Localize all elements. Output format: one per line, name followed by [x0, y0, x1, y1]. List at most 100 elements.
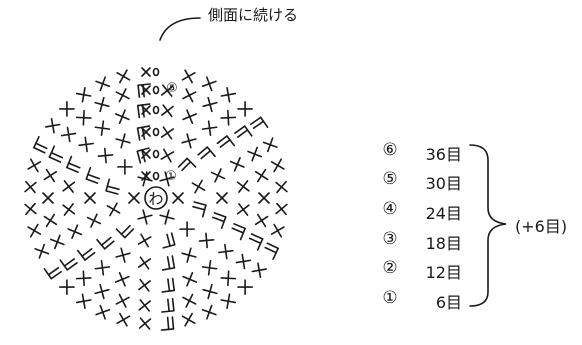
single-crochet-symbol [137, 209, 153, 225]
single-crochet-symbol [270, 158, 285, 173]
start-column-cross [141, 127, 151, 137]
stitch-symbols [24, 67, 288, 331]
continue-to-side-note: 側面に続ける [208, 6, 299, 24]
single-crochet-symbol [201, 260, 218, 276]
single-crochet-symbol [115, 88, 130, 103]
increase-stitch-symbol [248, 233, 264, 251]
single-crochet-symbol [106, 202, 121, 217]
single-crochet-symbol [94, 260, 111, 276]
single-crochet-symbol [247, 146, 263, 162]
increase-stitch-symbol [59, 258, 78, 271]
round-3-number: ③ [382, 229, 398, 249]
single-crochet-symbol [94, 283, 110, 300]
single-crochet-symbol [160, 84, 174, 97]
increase-stitch-symbol [192, 201, 207, 218]
chain-stitch-symbol [152, 171, 160, 181]
single-crochet-symbol [137, 233, 152, 248]
single-crochet-symbol [220, 293, 237, 309]
single-crochet-symbol [24, 180, 37, 194]
single-crochet-symbol [62, 203, 76, 216]
increase-stitch-symbol [48, 145, 64, 163]
chain-stitch-symbol [152, 127, 160, 137]
single-crochet-symbol [181, 312, 196, 327]
single-crochet-symbol [182, 109, 198, 125]
round-1-number: ① [382, 288, 398, 308]
single-crochet-symbol [254, 168, 269, 183]
single-crochet-symbol [116, 69, 131, 84]
single-crochet-symbol [181, 247, 197, 263]
chain-stitch-symbol [152, 85, 160, 95]
single-crochet-symbol [59, 279, 75, 295]
round-6-number: ⑥ [382, 140, 398, 160]
single-crochet-symbol [115, 293, 130, 308]
single-crochet-symbol [159, 171, 175, 187]
single-crochet-symbol [114, 271, 130, 287]
single-crochet-symbol [75, 270, 92, 287]
single-crochet-symbol [160, 148, 175, 163]
round-5-count: 30目 [425, 174, 462, 193]
single-crochet-symbol [160, 126, 175, 140]
round-4-number: ④ [382, 199, 398, 219]
single-crochet-symbol [49, 234, 65, 250]
round-2-number: ② [382, 258, 398, 278]
single-crochet-symbol [95, 304, 111, 320]
single-crochet-symbol [75, 87, 92, 103]
start-column-cross [141, 105, 151, 115]
chain-stitch-symbol [152, 149, 160, 159]
increase-stitch-symbol [197, 146, 216, 160]
chain-stitch-symbol [152, 105, 160, 115]
single-crochet-symbol [161, 104, 174, 118]
single-crochet-symbol [275, 202, 288, 216]
single-crochet-symbol [236, 180, 250, 193]
single-crochet-symbol [117, 159, 133, 175]
single-crochet-symbol [128, 192, 140, 204]
single-crochet-symbol [191, 179, 206, 194]
increase-stitch-symbol [161, 298, 175, 313]
increase-stitch-symbol [66, 155, 81, 173]
single-crochet-symbol [251, 262, 267, 279]
note-leader-line [159, 17, 201, 41]
single-crochet-symbol [270, 223, 285, 238]
single-crochet-symbol [237, 279, 253, 295]
single-crochet-symbol [42, 192, 54, 204]
single-crochet-symbol [116, 312, 131, 327]
single-crochet-symbol [275, 180, 288, 194]
center-ring-label: わ [148, 190, 163, 208]
single-crochet-symbol [220, 87, 237, 103]
single-crochet-symbol [137, 256, 152, 270]
increase-stitch-symbol [216, 135, 236, 148]
single-crochet-symbol [94, 96, 110, 113]
single-crochet-symbol [114, 109, 130, 125]
single-crochet-symbol [216, 192, 228, 204]
single-crochet-symbol [24, 202, 37, 216]
single-crochet-symbol [34, 243, 50, 259]
single-crochet-symbol [84, 192, 96, 204]
single-crochet-symbol [181, 133, 197, 149]
single-crochet-symbol [254, 213, 269, 228]
increase-stitch-symbol [96, 236, 115, 250]
start-column-cross [141, 67, 151, 77]
round-2-count: 12目 [425, 263, 462, 282]
single-crochet-symbol [179, 221, 195, 237]
single-crochet-symbol [78, 136, 94, 153]
rounds-brace [469, 144, 507, 307]
single-crochet-symbol [201, 304, 217, 320]
chain-stitch-symbol [152, 67, 160, 77]
start-column-cross [141, 85, 151, 95]
single-crochet-symbol [258, 192, 270, 204]
increase-stitch-symbol [211, 212, 227, 230]
single-crochet-symbol [138, 299, 152, 312]
single-crochet-symbol [235, 253, 252, 270]
single-crochet-symbol [138, 278, 151, 292]
round-1-count: 6目 [435, 293, 462, 312]
single-crochet-symbol [159, 209, 175, 225]
single-crochet-symbol [198, 232, 215, 249]
increase-stitch-symbol [250, 116, 269, 129]
round-4-count: 24目 [425, 204, 462, 223]
single-crochet-symbol [201, 76, 217, 92]
single-crochet-symbol [237, 101, 253, 117]
increase-stitch-symbol [115, 224, 135, 239]
increase-stitch-symbol [231, 223, 246, 241]
single-crochet-symbol [45, 117, 61, 134]
